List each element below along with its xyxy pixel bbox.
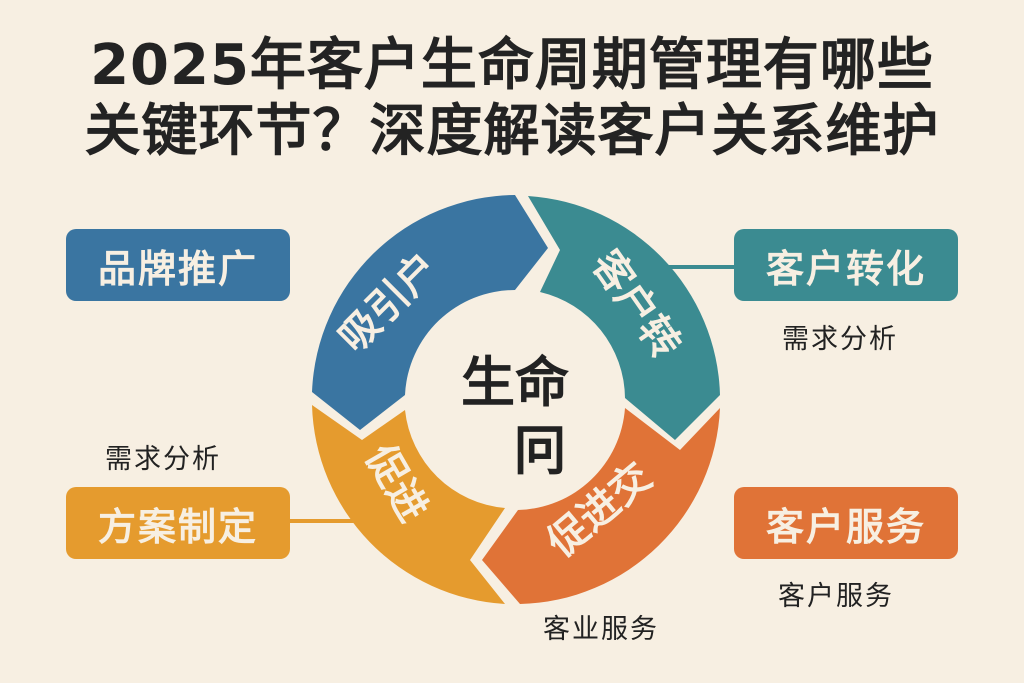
note-left-needs-analysis: 需求分析 (105, 444, 221, 475)
title-line-1: 2025年客户生命周期管理有哪些 (90, 33, 934, 98)
box-solution-planning: 方案制定 (66, 487, 290, 559)
segment-amber-arc (312, 405, 505, 604)
box-brand-promotion: 品牌推广 (66, 229, 290, 301)
center-label-line-2: 冋 (513, 419, 567, 482)
title-line-2: 关键环节？深度解读客户关系维护 (84, 99, 940, 164)
note-bottom-service: 客业服务 (543, 614, 659, 645)
segment-orange-arc (482, 408, 720, 604)
segment-blue-arc (312, 195, 548, 430)
box-customer-service: 客户服务 (734, 487, 958, 559)
segment-teal-arc (528, 196, 720, 440)
center-label-line-1: 生命 (461, 351, 569, 414)
note-right-needs-analysis: 需求分析 (782, 324, 898, 355)
box-customer-conversion: 客户转化 (734, 229, 958, 301)
note-right-customer-service: 客户服务 (778, 581, 894, 612)
